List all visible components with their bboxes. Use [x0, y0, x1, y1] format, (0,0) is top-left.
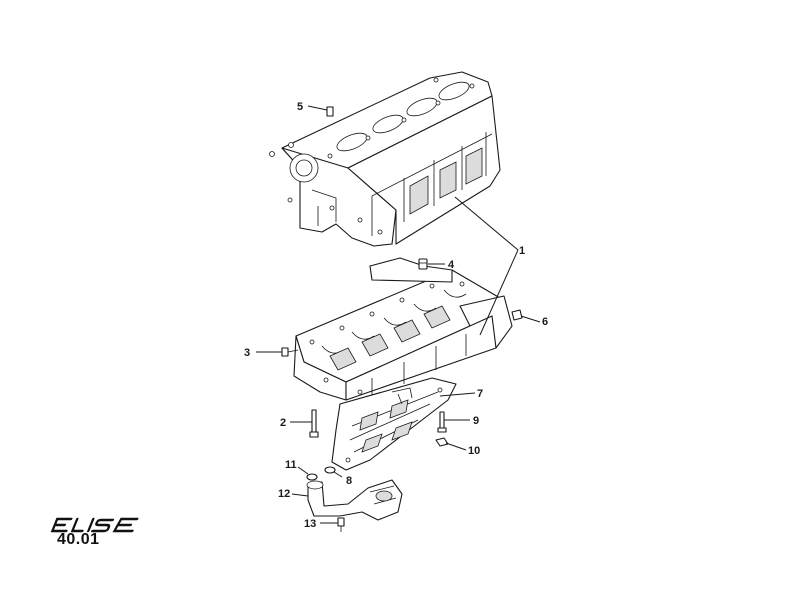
- fastener-6-bolt: [511, 309, 523, 321]
- callout-6: 6: [542, 316, 548, 328]
- fastener-5-dowel: [326, 106, 334, 117]
- fastener-2-bolt: [309, 409, 319, 438]
- leader-lines: [256, 105, 541, 524]
- lower-crankcase: [293, 257, 513, 401]
- callout-1: 1: [519, 245, 525, 257]
- callout-3: 3: [244, 347, 250, 359]
- callout-7: 7: [477, 388, 483, 400]
- page-reference-number: 40.01: [57, 531, 100, 548]
- fastener-11-seal: [306, 473, 318, 481]
- callout-13: 13: [304, 518, 316, 530]
- fastener-4-plug: [418, 258, 428, 270]
- callout-9: 9: [473, 415, 479, 427]
- cylinder-block: [269, 71, 501, 247]
- callout-8: 8: [346, 475, 352, 487]
- oil-pickup-pipe: [306, 479, 403, 521]
- baffle-plate: [331, 377, 457, 471]
- callout-4: 4: [448, 259, 455, 271]
- callout-12: 12: [278, 488, 290, 500]
- fastener-8-washer: [324, 466, 336, 474]
- callout-2: 2: [280, 417, 286, 429]
- callout-5: 5: [297, 101, 303, 113]
- callout-labels: 1 2 3 4 5 6 7 8 9 10 11 12 13: [244, 101, 548, 530]
- callout-10: 10: [468, 445, 480, 457]
- fastener-9-stud: [437, 411, 447, 433]
- elise-logo: [50, 517, 139, 533]
- callout-11: 11: [285, 459, 297, 471]
- fastener-13-bolt: [337, 517, 345, 532]
- fastener-10-nut: [435, 437, 449, 447]
- fastener-3-bolt: [281, 347, 299, 357]
